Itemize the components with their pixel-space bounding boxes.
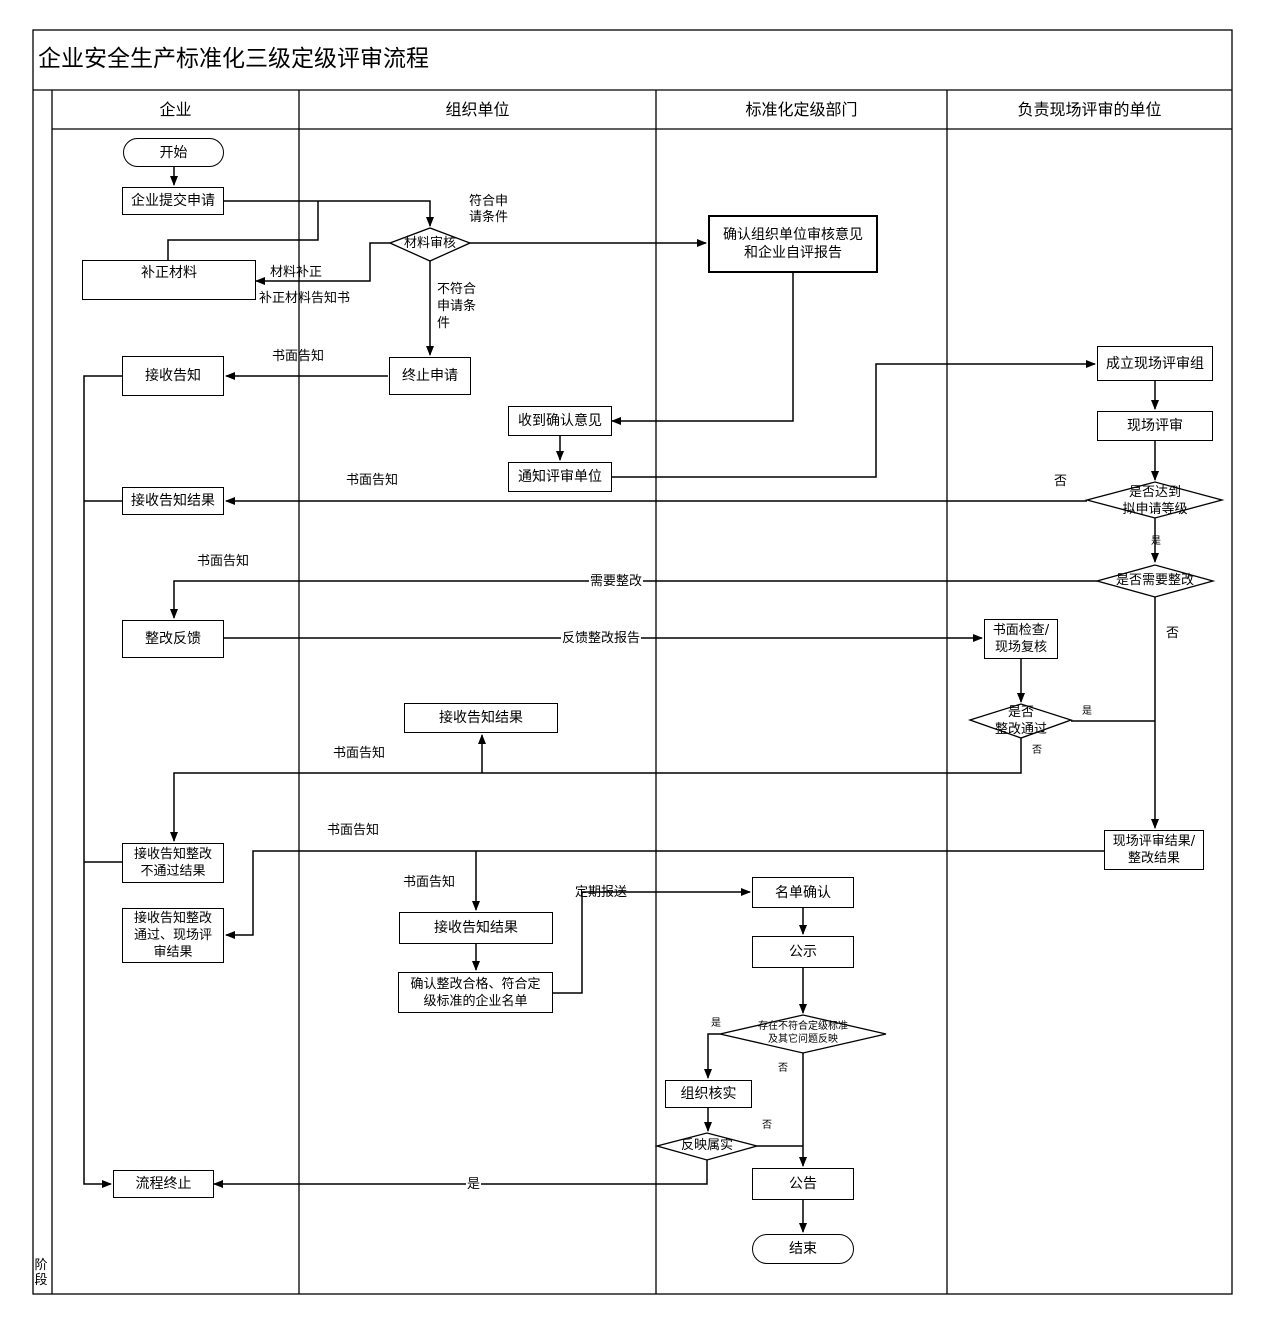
lane-header-onsite-unit: 负责现场评审的单位	[1017, 100, 1162, 119]
reach-level-diamond	[1084, 481, 1225, 519]
label-no-3: 否	[1032, 745, 1042, 756]
submit-application-node: 企业提交申请	[122, 187, 224, 215]
start-node: 开始	[123, 138, 224, 167]
terminate-application-node: 终止申请	[389, 357, 471, 395]
announcement-node: 公告	[752, 1168, 854, 1200]
label-written-notice-1: 书面告知	[272, 349, 325, 364]
reach-level-node: 是否达到 拟申请等级	[1122, 485, 1188, 517]
label-written-notice-4: 书面告知	[333, 746, 386, 761]
need-fix-node: 是否需要整改	[1115, 573, 1194, 588]
other-issue-node: 存在不符合定级标准 及其它问题反映	[758, 1021, 848, 1045]
lane-header-grading-dept: 标准化定级部门	[745, 100, 858, 119]
label-material-fix: 材料补正	[270, 265, 323, 280]
label-periodic-report: 定期报送	[575, 885, 628, 900]
fix-pass-node: 是否 整改通过	[994, 705, 1047, 737]
written-check-node: 书面检查/ 现场复核	[984, 619, 1058, 659]
lane-header-enterprise: 企业	[159, 100, 192, 119]
material-review-node: 材料审核	[403, 236, 456, 251]
stage-label: 阶段	[34, 1258, 48, 1288]
receive-confirmation-node: 收到确认意见	[508, 406, 612, 436]
confirm-list-node: 确认整改合格、符合定 级标准的企业名单	[398, 972, 553, 1013]
list-confirm-node: 名单确认	[752, 877, 854, 908]
outer-frame	[32, 29, 1233, 1295]
label-written-notice-5: 书面告知	[327, 823, 380, 838]
confirm-opinion-node: 确认组织单位审核意见 和企业自评报告	[708, 215, 878, 273]
receive-result-node-1: 接收告知结果	[122, 487, 224, 515]
label-yes-2: 是	[1082, 706, 1092, 717]
need-fix-diamond	[1094, 564, 1216, 598]
other-issue-diamond	[719, 1014, 887, 1054]
receive-notice-node: 接收告知	[122, 356, 224, 396]
supplement-material-node: 补正材料	[82, 260, 256, 300]
notify-review-unit-node: 通知评审单位	[508, 462, 612, 492]
label-no-4: 否	[778, 1063, 788, 1074]
label-meet-conditions: 符合申 请条件	[469, 194, 509, 225]
process-terminate-node: 流程终止	[113, 1170, 214, 1198]
fix-feedback-node: 整改反馈	[122, 620, 224, 658]
issue-true-node: 反映属实	[680, 1138, 733, 1153]
page-title: 企业安全生产标准化三级定级评审流程	[38, 46, 429, 72]
onsite-result-node: 现场评审结果/ 整改结果	[1104, 830, 1204, 870]
label-feedback-report: 反馈整改报告	[561, 631, 642, 647]
end-node: 结束	[752, 1234, 854, 1264]
label-need-fix: 需要整改	[589, 574, 644, 590]
label-yes-4: 是	[466, 1177, 482, 1193]
label-yes-3: 是	[711, 1018, 721, 1029]
label-fix-notice-doc: 补正材料告知书	[259, 291, 351, 306]
label-not-meet: 不符合 申请条 件	[437, 282, 477, 331]
receive-result-node-3: 接收告知结果	[399, 912, 553, 944]
label-no-5: 否	[762, 1120, 772, 1131]
receive-fix-fail-node: 接收告知整改 不通过结果	[122, 843, 224, 883]
lane-header-organizer: 组织单位	[445, 100, 510, 119]
label-written-notice-2: 书面告知	[346, 473, 399, 488]
fix-pass-diamond	[967, 703, 1074, 739]
onsite-review-node: 现场评审	[1097, 411, 1213, 441]
receive-fix-pass-node: 接收告知整改 通过、现场评 审结果	[122, 908, 224, 963]
publicity-node: 公示	[752, 936, 854, 968]
label-written-notice-3: 书面告知	[197, 554, 250, 569]
label-written-notice-6: 书面告知	[403, 875, 456, 890]
organize-verify-node: 组织核实	[665, 1080, 752, 1108]
found-review-group-node: 成立现场评审组	[1097, 346, 1213, 381]
label-yes-1: 是	[1151, 536, 1161, 547]
label-no-1: 否	[1054, 474, 1068, 489]
label-no-2: 否	[1166, 626, 1180, 641]
receive-result-node-2: 接收告知结果	[404, 703, 558, 733]
